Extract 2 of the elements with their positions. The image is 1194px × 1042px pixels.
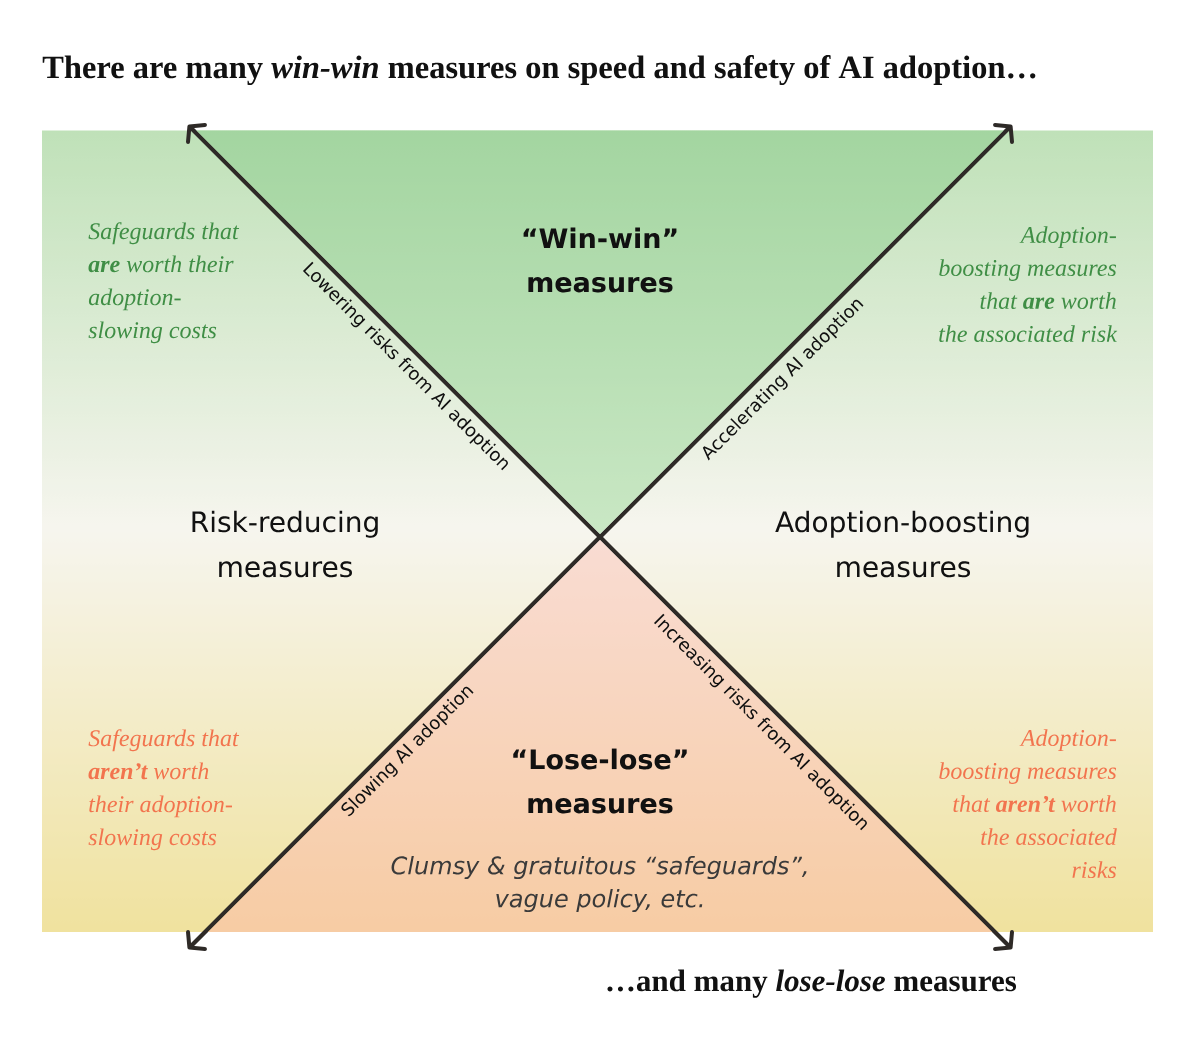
caption: …and many lose-lose measures <box>607 969 1017 998</box>
title: There are many win-win measures on speed and safety of AI adoption… <box>42 55 1036 85</box>
